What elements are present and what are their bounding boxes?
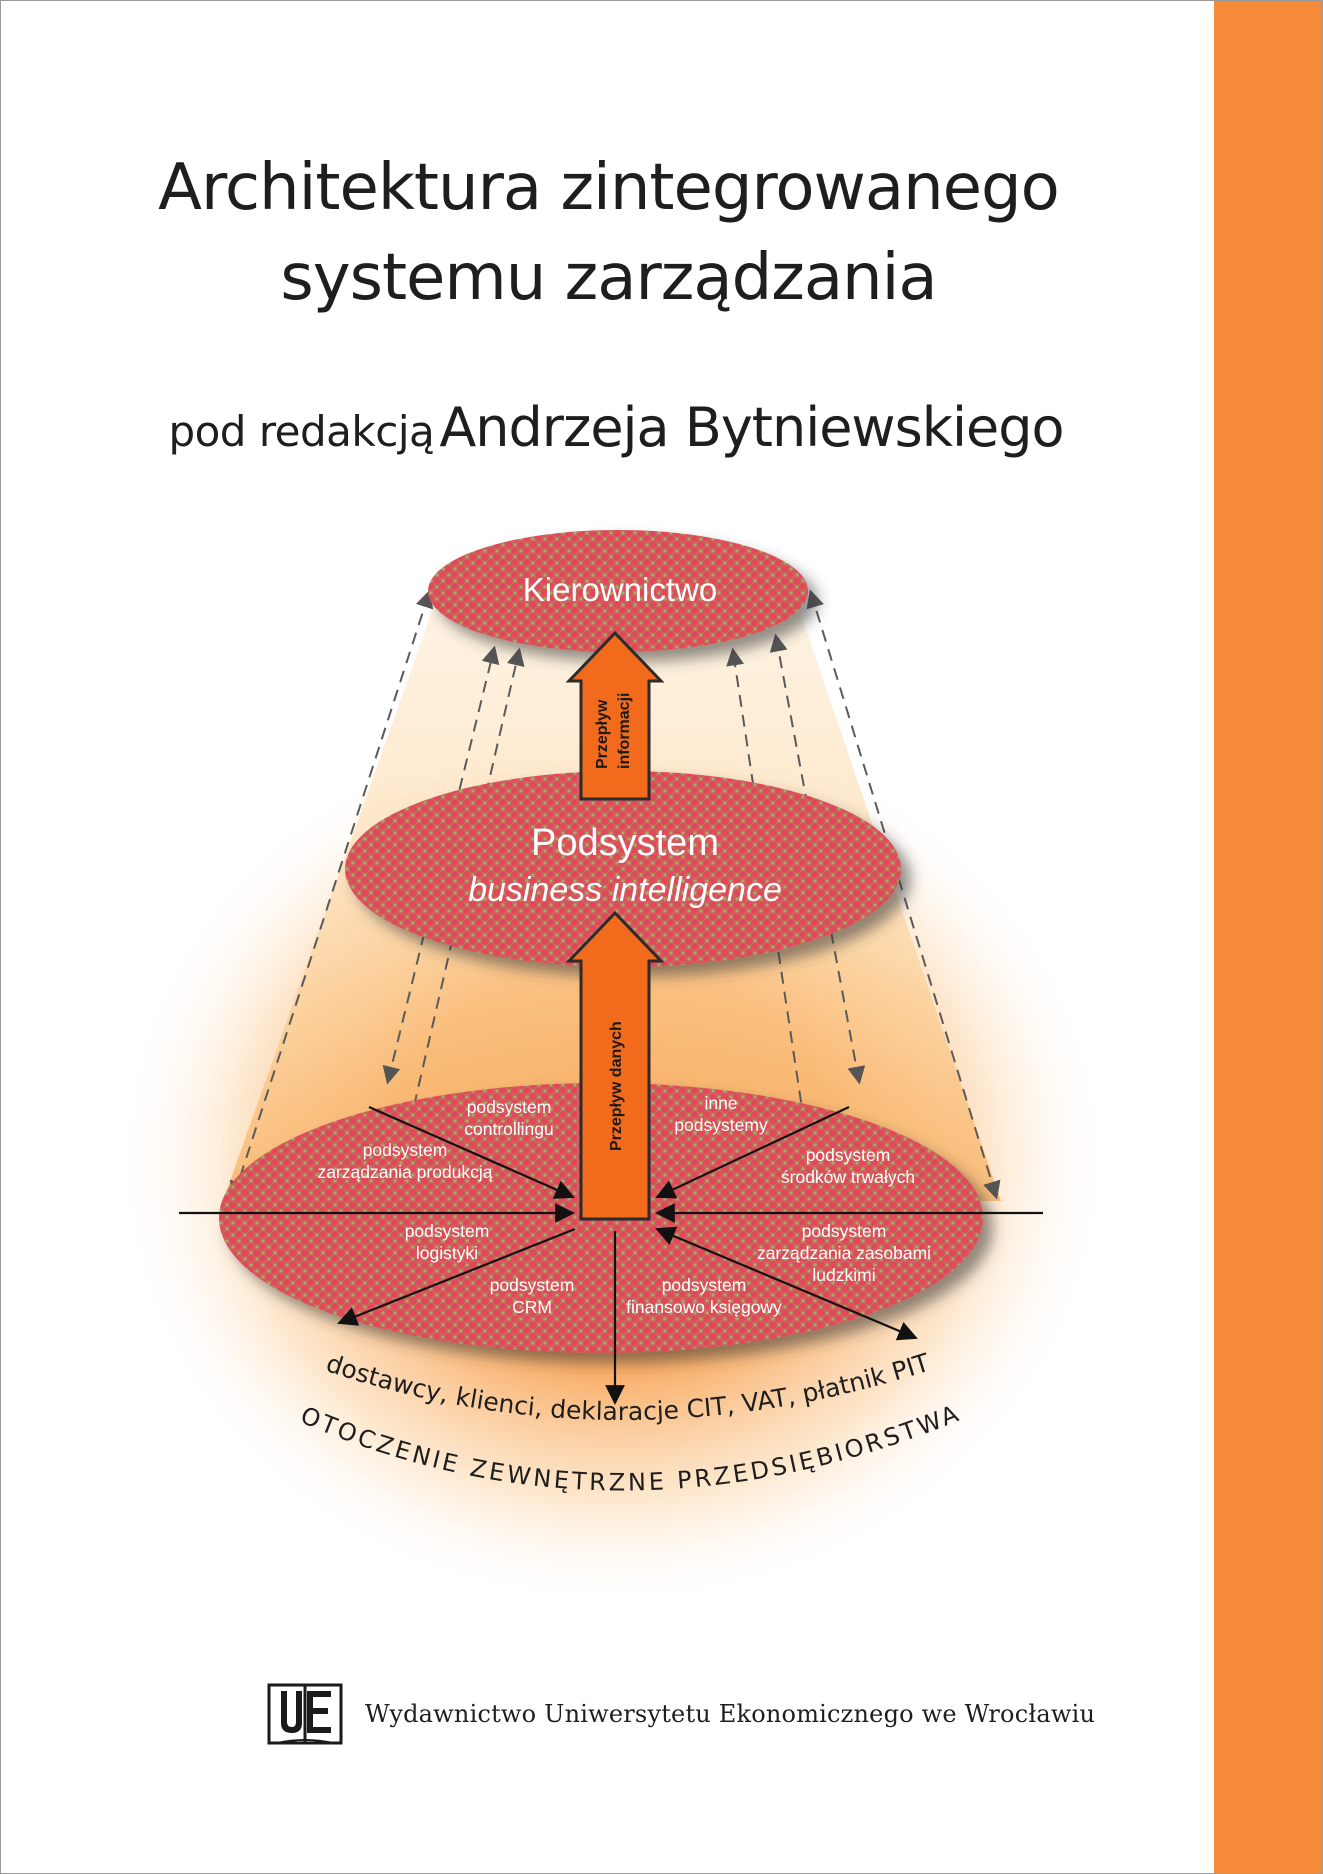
sub-finanse-1: podsystem bbox=[662, 1275, 747, 1295]
editor-line: pod redakcją Andrzeja Bytniewskiego bbox=[1, 393, 1231, 476]
sub-controlling-2: controllingu bbox=[464, 1119, 554, 1139]
sub-srodki-1: podsystem bbox=[806, 1145, 891, 1165]
subsystem-labels: podsystem controllingu inne podsystemy p… bbox=[317, 1093, 931, 1317]
ellipse-business-intelligence bbox=[345, 771, 901, 967]
publisher-name: Wydawnictwo Uniwersytetu Ekonomicznego w… bbox=[365, 1700, 1096, 1728]
sub-controlling-1: podsystem bbox=[467, 1097, 552, 1117]
subsystem-arrows bbox=[179, 1105, 1043, 1405]
info-flow-arrow bbox=[565, 630, 665, 801]
sub-crm-2: CRM bbox=[512, 1297, 552, 1317]
title-line-1: Architektura zintegrowanego bbox=[158, 151, 1060, 225]
sub-logistyka-1: podsystem bbox=[405, 1221, 490, 1241]
ellipse-management bbox=[428, 530, 808, 652]
sub-logistyka-2: logistyki bbox=[416, 1243, 478, 1263]
management-label: Kierownictwo bbox=[523, 571, 717, 608]
editor-prefix: pod redakcją bbox=[168, 407, 435, 456]
orange-spine bbox=[1214, 1, 1322, 1873]
bi-line-2: business intelligence bbox=[468, 871, 782, 909]
publisher-block: Wydawnictwo Uniwersytetu Ekonomicznego w… bbox=[267, 1679, 1095, 1749]
sub-produkcja-1: podsystem bbox=[363, 1140, 448, 1160]
sub-kadry-3: ludzkimi bbox=[812, 1265, 875, 1285]
sub-inne-1: inne bbox=[704, 1093, 737, 1113]
data-flow-arrow bbox=[565, 910, 665, 1221]
bi-line-1: Podsystem bbox=[531, 822, 719, 864]
sub-finanse-2: finansowo księgowy bbox=[626, 1297, 782, 1317]
data-flow-label: Przepływ danych bbox=[608, 1021, 625, 1151]
info-flow-label-1: Przepływ bbox=[594, 699, 611, 769]
publisher-logo bbox=[267, 1683, 343, 1745]
sub-kadry-2: zarządzania zasobami bbox=[757, 1243, 931, 1263]
editor-name: Andrzeja Bytniewskiego bbox=[439, 396, 1064, 459]
sub-srodki-2: środków trwałych bbox=[781, 1167, 915, 1187]
architecture-diagram: Podsystem business intelligence Kierowni… bbox=[113, 530, 1113, 1611]
sub-produkcja-2: zarządzania produkcją bbox=[317, 1162, 492, 1182]
info-flow-label-2: informacji bbox=[616, 693, 633, 769]
title-line-2: systemu zarządzania bbox=[280, 241, 937, 315]
sub-crm-1: podsystem bbox=[490, 1275, 575, 1295]
sub-inne-2: podsystemy bbox=[674, 1115, 768, 1135]
sub-kadry-1: podsystem bbox=[802, 1221, 887, 1241]
